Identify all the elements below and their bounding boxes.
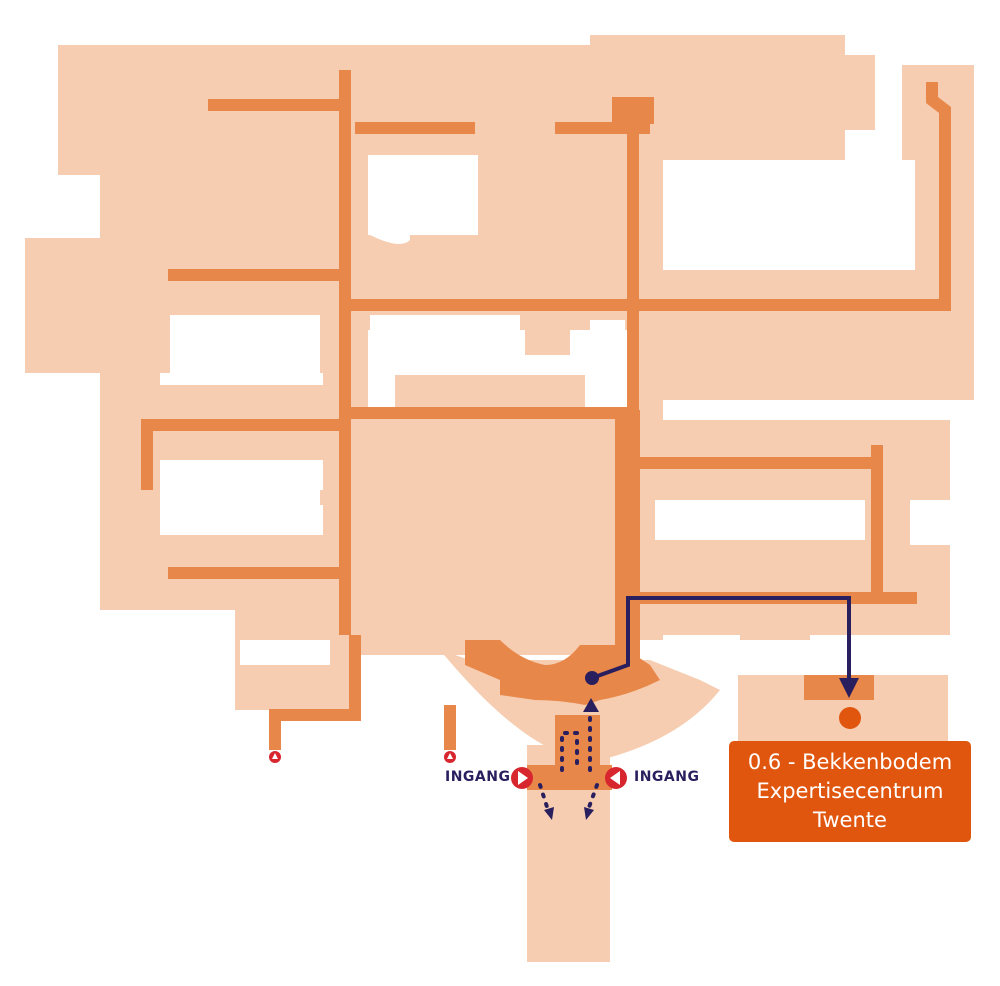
entrance-dotted-route bbox=[538, 716, 599, 812]
start-dot-icon bbox=[585, 671, 599, 685]
entrance-label-right: INGANG bbox=[634, 769, 700, 785]
exit-arrow-right-icon bbox=[584, 807, 594, 820]
entrance-label-left: INGANG bbox=[445, 769, 511, 785]
route-arrow-up-icon bbox=[583, 698, 599, 712]
small-entrance-icon-left bbox=[269, 751, 281, 763]
route bbox=[538, 596, 859, 820]
destination-line-2: Expertisecentrum bbox=[756, 779, 944, 803]
corridors bbox=[141, 70, 951, 750]
small-entrance-icon-right bbox=[444, 751, 456, 763]
destination-dot-icon bbox=[839, 707, 861, 729]
entrance-arrow-icon-right bbox=[605, 767, 627, 789]
courtyards bbox=[170, 160, 915, 665]
destination-line-1: 0.6 - Bekkenbodem bbox=[747, 750, 953, 774]
destination-line-3: Twente bbox=[813, 808, 887, 832]
entrance-arrow-icon-left bbox=[511, 767, 533, 789]
exit-arrow-left-icon bbox=[544, 807, 554, 820]
route-line bbox=[591, 596, 859, 698]
destination-label: 0.6 - Bekkenbodem Expertisecentrum Twent… bbox=[729, 741, 971, 842]
